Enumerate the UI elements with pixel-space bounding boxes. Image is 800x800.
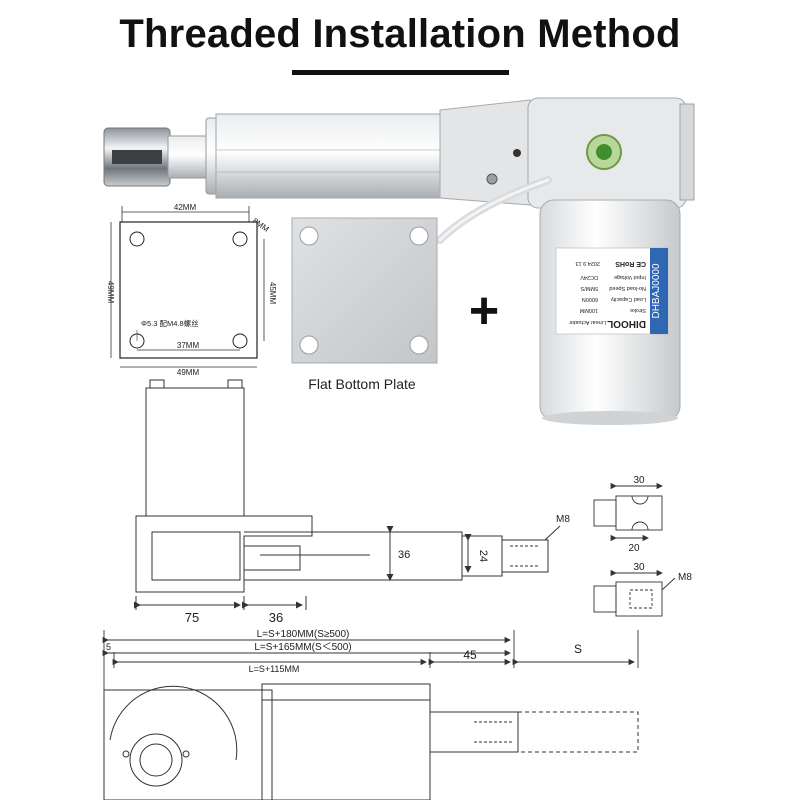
label-row-1: Load Capacity [611,296,646,302]
mount-hole-right [182,750,190,758]
dim-m8-detail: M8 [678,572,692,583]
label-val-2: 5MM/S [580,285,598,291]
dim-30-top: 30 [633,475,645,486]
dim-top-spacing: 42MM [174,203,197,212]
inner-rod [167,135,213,179]
plus-sign: + [469,282,499,340]
rod-end-hole [112,150,162,164]
label-brand: DIHOOL [607,318,646,329]
rod-end-detail [593,482,676,617]
title-underline [292,70,509,75]
label-type: Linear Actuator [569,319,606,325]
screw [486,173,498,185]
label-val-1: 6000N [582,296,598,302]
label-row-0: Stroke [630,307,646,313]
plate-outline [119,221,258,359]
plate-hole-tr [232,231,248,247]
label-cert: CE RoHS [615,260,646,267]
label-row-3: Input Voltage [614,274,646,280]
plate-drawing: 42MM 8MM 49MM 45MM Φ5.3 配M4.8螺丝 37MM 49M… [106,203,277,377]
dim-right-height: 45MM [268,282,277,305]
dim-l-180: L=S+180MM(S≥500) [257,629,350,640]
actuator-photo: DHBAJ0000 DIHOOL Linear Actuator Stroke … [103,97,695,425]
dim-m8-side: M8 [556,514,570,525]
label-date: 2024.9.13 [576,260,600,266]
dim-45: 45 [463,648,477,662]
dim-20: 20 [628,543,640,554]
label-row-2: No-load Speed [609,285,646,291]
page-title: Threaded Installation Method [119,12,681,56]
dim-bottom-spacing: 37MM [177,341,200,350]
flat-plate-hole-bl [299,335,319,355]
flat-plate-hole-tr [409,226,429,246]
plate-hole-tl [129,231,145,247]
mount-bracket [679,103,695,201]
label-val-0: 100MM [579,307,598,313]
dim-hole-note: Φ5.3 配M4.8螺丝 [141,318,199,328]
dim-left-height: 49MM [106,281,115,304]
side-view-drawing [134,379,561,610]
plate-hole-br [232,333,248,349]
dim-bottom-width: 49MM [177,368,200,377]
label-val-3: DC24V [580,274,598,280]
dim-l-115: L=S+115MM [249,664,300,674]
label-model: DHBAJ0000 [651,263,662,318]
flat-bottom-plate [291,217,438,364]
dim-36-width: 36 [269,610,283,625]
dim-l-165: L=S+165MM(S＜500) [254,642,351,653]
bottom-elevation-drawing [103,683,639,800]
product-label: DHBAJ0000 DIHOOL Linear Actuator Stroke … [555,247,669,335]
dim-24: 24 [477,550,489,562]
gearbox-hole [513,149,521,157]
flat-plate-hole-br [409,335,429,355]
flat-plate-caption: Flat Bottom Plate [308,376,416,392]
dim-36-height: 36 [398,549,410,561]
gearbox-housing [439,99,531,206]
dim-30-second: 30 [633,562,645,573]
length-dimension-lines [102,630,639,800]
dim-stroke: S [574,642,582,656]
dim-75: 75 [185,610,199,625]
outer-tube [215,113,451,199]
motor-base [542,411,678,425]
flat-plate-hole-tl [299,226,319,246]
dim-5: 5 [106,642,111,652]
mount-hole-left [122,750,130,758]
